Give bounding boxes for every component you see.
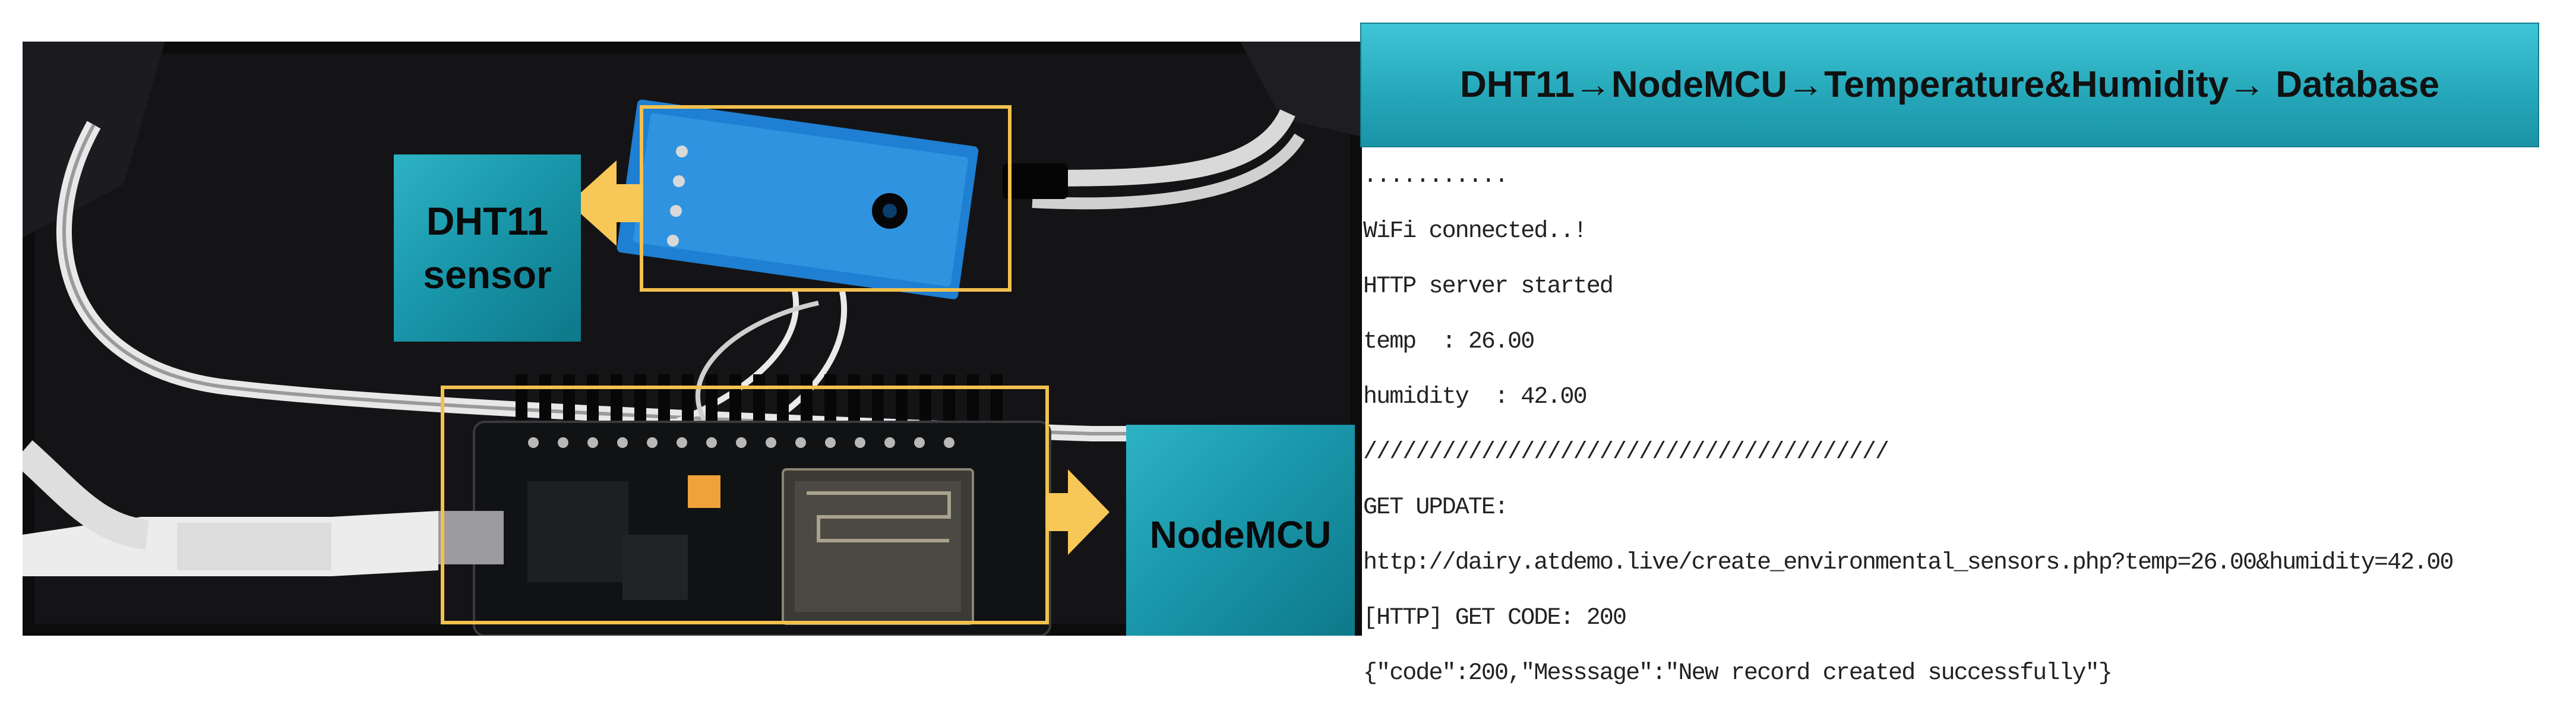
serial-line-request-url: http://dairy.atdemo.live/create_environm… <box>1363 550 2454 576</box>
hardware-photo: DHT11 sensor NodeMCU <box>23 42 1362 636</box>
serial-line-separator: //////////////////////////////////////// <box>1363 439 1889 466</box>
serial-line-temp: temp : 26.00 <box>1363 329 1535 355</box>
orange-button <box>688 475 720 508</box>
dht11-sensor-label: DHT11 sensor <box>394 154 581 342</box>
micro-usb-port <box>438 511 504 564</box>
serial-line-response-json: {"code":200,"Messsage":"New record creat… <box>1363 660 2113 687</box>
serial-line-humidity: humidity : 42.00 <box>1363 384 1588 411</box>
serial-line-http-code: [HTTP] GET CODE: 200 <box>1363 605 1627 632</box>
nodemcu-arrow <box>1047 469 1110 555</box>
serial-monitor-title-banner: DHT11→NodeMCU→Temperature&Humidity→ Data… <box>1360 23 2539 147</box>
nodemcu-label: NodeMCU <box>1126 425 1355 636</box>
dht11-module <box>617 99 979 299</box>
sensor-cable <box>1032 109 1295 187</box>
serial-monitor-title: DHT11→NodeMCU→Temperature&Humidity→ Data… <box>1459 64 2440 106</box>
serial-line-http-server: HTTP server started <box>1363 273 1614 300</box>
serial-line-progress-dots: ........... <box>1363 163 1509 190</box>
dht11-arrow <box>569 160 641 246</box>
serial-output-log: ........... WiFi connected..! HTTP serve… <box>1363 149 2575 701</box>
header-pins <box>516 374 1003 422</box>
serial-line-wifi-connected: WiFi connected..! <box>1363 218 1588 245</box>
serial-line-get-update: GET UPDATE: <box>1363 494 1509 521</box>
